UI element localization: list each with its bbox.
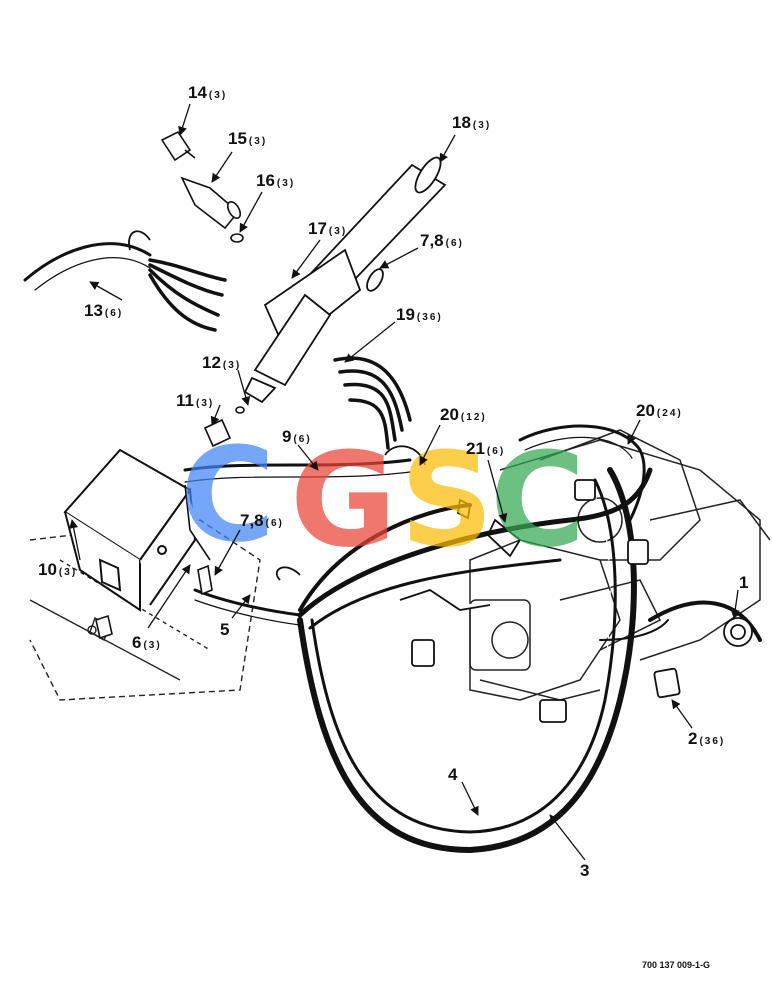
watermark: C G S C xyxy=(180,419,585,576)
watermark-letter: C xyxy=(180,419,275,571)
hose-harness xyxy=(23,242,762,854)
callout-4: 4 xyxy=(448,765,458,784)
leader-lines xyxy=(69,103,740,861)
callout-14: 14(3) xyxy=(188,83,227,102)
callout-18: 18(3) xyxy=(452,113,491,132)
watermark-letter: S xyxy=(400,424,494,576)
callout-10: 10(3) xyxy=(38,560,77,579)
callout-19: 19(36) xyxy=(396,305,443,324)
callout-20-upper-right: 20(24) xyxy=(636,401,683,420)
fittings-14-15-16 xyxy=(160,130,244,243)
sensor-units xyxy=(399,479,753,723)
callout-7-8-lower: 7,8(6) xyxy=(240,511,284,530)
callout-9: 9(6) xyxy=(282,427,312,446)
callout-1: 1 xyxy=(739,573,748,592)
fittings-11-12 xyxy=(95,406,245,640)
callout-12: 12(3) xyxy=(202,353,241,372)
callout-13: 13(6) xyxy=(84,301,123,320)
callout-2: 2(36) xyxy=(688,729,725,748)
junction-box xyxy=(63,448,197,612)
callout-7-8-upper: 7,8(6) xyxy=(420,231,464,250)
callout-15: 15(3) xyxy=(228,129,267,148)
watermark-letter: C xyxy=(490,424,585,576)
figure-id: 700 137 009-1-G xyxy=(642,960,710,970)
callout-11: 11(3) xyxy=(176,391,214,410)
callout-3: 3 xyxy=(580,861,589,880)
spout-tube xyxy=(243,156,447,404)
callout-20-upper-left: 20(12) xyxy=(440,405,487,424)
callout-5: 5 xyxy=(220,620,229,639)
callout-16: 16(3) xyxy=(256,171,295,190)
callout-6: 6(3) xyxy=(132,633,162,652)
callout-17: 17(3) xyxy=(308,219,347,238)
callout-21: 21(6) xyxy=(466,439,505,458)
callouts: 14(3) 15(3) 16(3) 18(3) 17(3) 7,8(6) 13(… xyxy=(38,83,748,880)
watermark-letter: G xyxy=(290,424,397,576)
